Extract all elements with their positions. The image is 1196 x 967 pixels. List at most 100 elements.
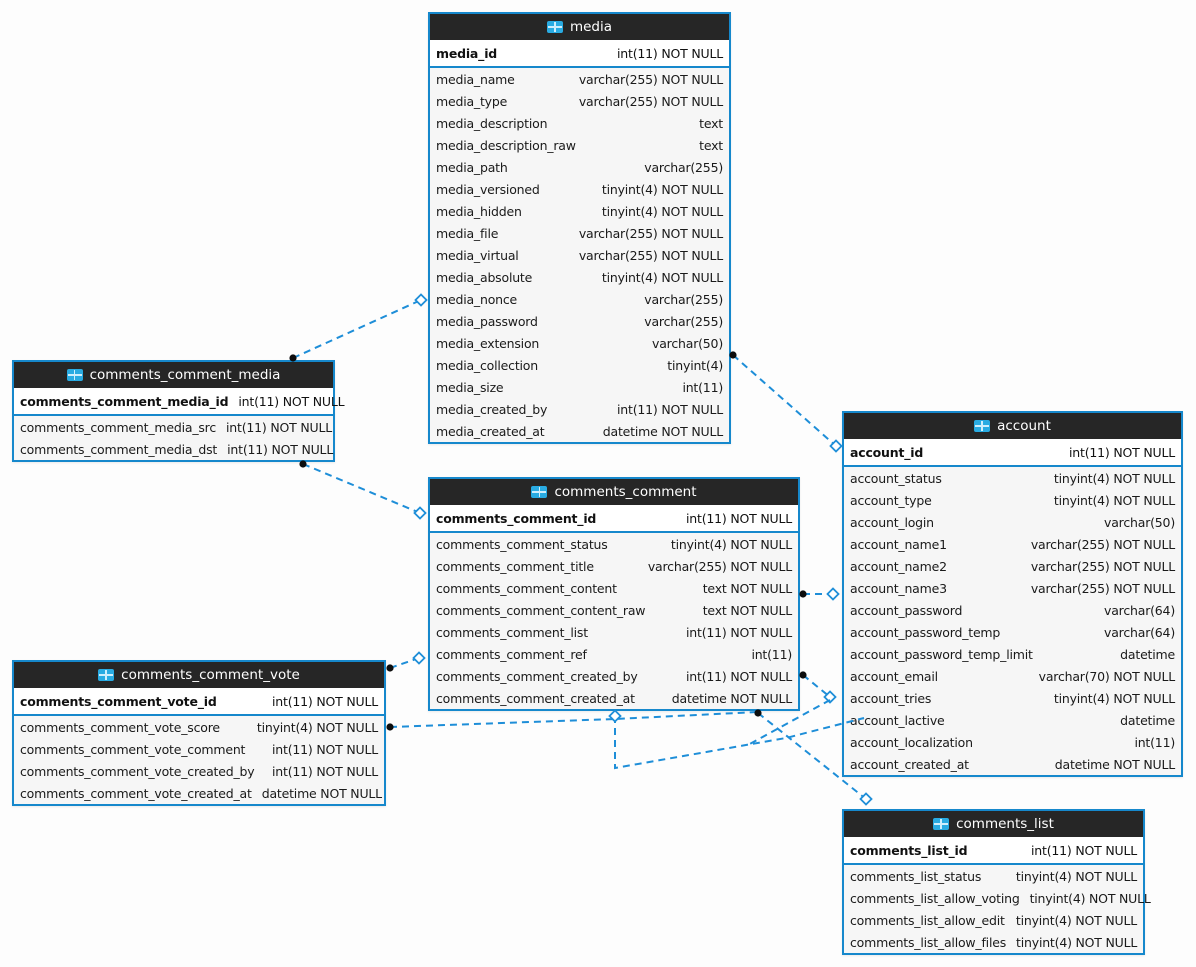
relationship-line-comments_comment-to-account[interactable]: [802, 674, 831, 698]
field-name: account_id: [850, 444, 924, 460]
field-type: datetime: [1120, 712, 1175, 728]
field-type: int(11): [682, 379, 723, 395]
field-type: tinyint(4) NOT NULL: [1053, 690, 1175, 706]
field-name: comments_comment_vote_created_by: [20, 763, 255, 779]
field-name: media_size: [436, 379, 504, 395]
table-header[interactable]: comments_comment_vote: [14, 662, 384, 688]
field-name: media_path: [436, 159, 508, 175]
relationship-line-comments_comment_vote-to-comments_comment[interactable]: [389, 711, 758, 728]
field-type: tinyint(4) NOT NULL: [601, 203, 723, 219]
table-title: account: [997, 418, 1051, 434]
relationship-line-comments_comment_media-to-media[interactable]: [292, 299, 422, 359]
field-type: varchar(70) NOT NULL: [1038, 668, 1176, 684]
table-header[interactable]: comments_list: [844, 811, 1143, 837]
field-name: comments_comment_list: [436, 624, 588, 640]
field-type: varchar(255) NOT NULL: [578, 247, 723, 263]
field-name: account_tries: [850, 690, 932, 706]
table-row[interactable]: media_hidden tinyint(4) NOT NULL: [430, 200, 729, 222]
table-header[interactable]: comments_comment: [430, 479, 798, 505]
field-type: text: [699, 115, 723, 131]
field-name: media_file: [436, 225, 499, 241]
field-type: varchar(255) NOT NULL: [578, 93, 723, 109]
relationship-line-comments_comment_vote-to-comments_comment[interactable]: [389, 657, 420, 669]
table-icon: [66, 369, 83, 381]
field-name: media_created_at: [436, 423, 545, 439]
field-name: media_hidden: [436, 203, 522, 219]
relationship-line-comments_comment_media-to-comments_comment[interactable]: [302, 463, 421, 514]
field-type: int(11) NOT NULL: [617, 401, 723, 417]
relationship-line-account-to-comments_comment_vote[interactable]: [747, 699, 831, 746]
table-row[interactable]: media_size int(11): [430, 376, 729, 398]
field-name: comments_comment_content_raw: [436, 602, 646, 618]
field-type: tinyint(4) NOT NULL: [601, 181, 723, 197]
table-header[interactable]: comments_comment_media: [14, 362, 333, 388]
relationship-line-comments_comment-to-account[interactable]: [614, 716, 865, 770]
field-type: tinyint(4) NOT NULL: [601, 269, 723, 285]
table-header[interactable]: media: [430, 14, 729, 40]
relationship-line-media-to-account[interactable]: [732, 354, 837, 447]
table-row[interactable]: media_description text: [430, 112, 729, 134]
table-header[interactable]: account: [844, 413, 1181, 439]
field-name: media_description: [436, 115, 548, 131]
table-row[interactable]: account_tries tinyint(4) NOT NULL: [844, 687, 1181, 709]
field-type: int(11) NOT NULL: [686, 668, 792, 684]
